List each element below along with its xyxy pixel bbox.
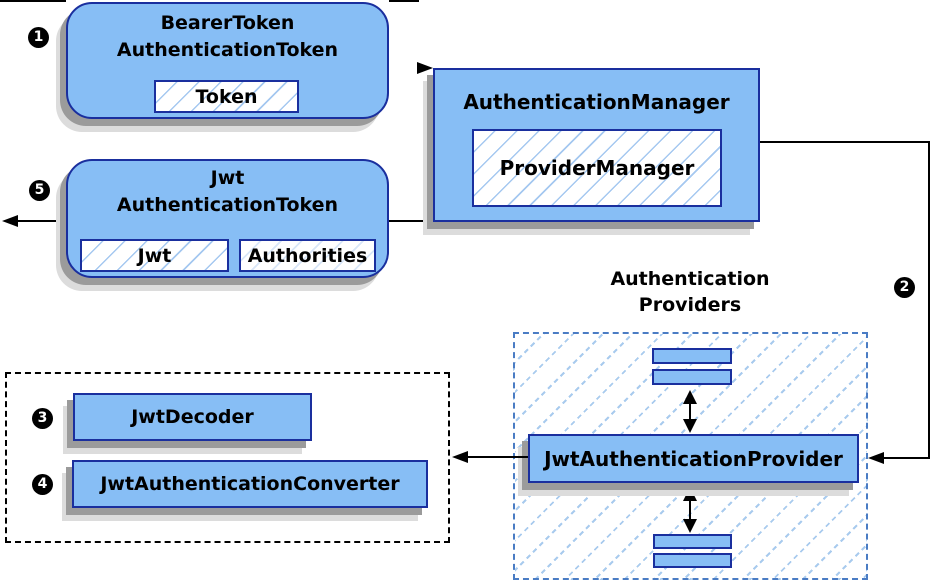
up-arrowhead-icon (683, 390, 697, 404)
outgoing-result-arrowhead-icon (2, 215, 18, 227)
bearer-to-manager-arrowhead-icon (417, 62, 433, 74)
provider-placeholder-bar (652, 348, 732, 364)
step-4-badge: 4 (32, 474, 53, 495)
provider-manager-chip: ProviderManager (472, 129, 722, 207)
step-5-badge: 5 (29, 180, 50, 201)
jwt-authentication-token-title: Jwt AuthenticationToken (116, 167, 339, 216)
manager-down-line (928, 141, 930, 459)
token-chip-label: Token (195, 85, 258, 108)
provider-placeholder-bar (653, 553, 732, 568)
authorities-chip-label: Authorities (247, 244, 368, 267)
up-arrowhead-icon (683, 487, 697, 501)
step-2-badge: 2 (894, 277, 915, 298)
jwt-decoder-box: JwtDecoder (73, 393, 312, 441)
provider-manager-label: ProviderManager (499, 156, 695, 180)
authentication-manager-box: AuthenticationManager ProviderManager (433, 68, 760, 222)
step-3-badge: 3 (32, 408, 53, 429)
jwt-authentication-token-box: Jwt AuthenticationToken Jwt Authorities (66, 159, 389, 278)
provider-placeholder-bar (652, 369, 732, 385)
jwt-authentication-converter-label: JwtAuthenticationConverter (100, 473, 400, 495)
jwt-decoder-label: JwtDecoder (131, 406, 254, 428)
provider-placeholder-bar (653, 534, 732, 549)
jwt-authentication-provider-label: JwtAuthenticationProvider (544, 446, 843, 471)
provider-link-line-bottom (689, 493, 691, 527)
token-chip: Token (154, 80, 299, 113)
provider-link-line-top (689, 396, 691, 428)
down-arrowhead-icon (683, 519, 697, 533)
provider-to-converter-line (464, 456, 528, 458)
authentication-providers-label: Authentication Providers (610, 268, 770, 316)
jwt-chip: Jwt (80, 239, 229, 272)
authentication-manager-title: AuthenticationManager (463, 90, 730, 114)
bearer-token-authentication-token-box: BearerToken AuthenticationToken Token (66, 2, 389, 119)
step-1-badge: 1 (28, 27, 49, 48)
bearer-to-manager-line (389, 0, 419, 2)
incoming-request-line (0, 0, 66, 2)
jwt-authentication-provider-box: JwtAuthenticationProvider (528, 434, 859, 483)
down-arrowhead-icon (683, 419, 697, 433)
into-provider-arrowhead-icon (868, 452, 884, 464)
manager-right-line (758, 141, 930, 143)
jwt-authentication-converter-box: JwtAuthenticationConverter (72, 460, 428, 508)
provider-to-converter-arrowhead-icon (452, 451, 468, 463)
bearer-token-title: BearerToken AuthenticationToken (116, 12, 339, 61)
jwt-chip-label: Jwt (137, 244, 172, 267)
into-provider-line (882, 457, 930, 459)
authorities-chip: Authorities (239, 239, 376, 272)
